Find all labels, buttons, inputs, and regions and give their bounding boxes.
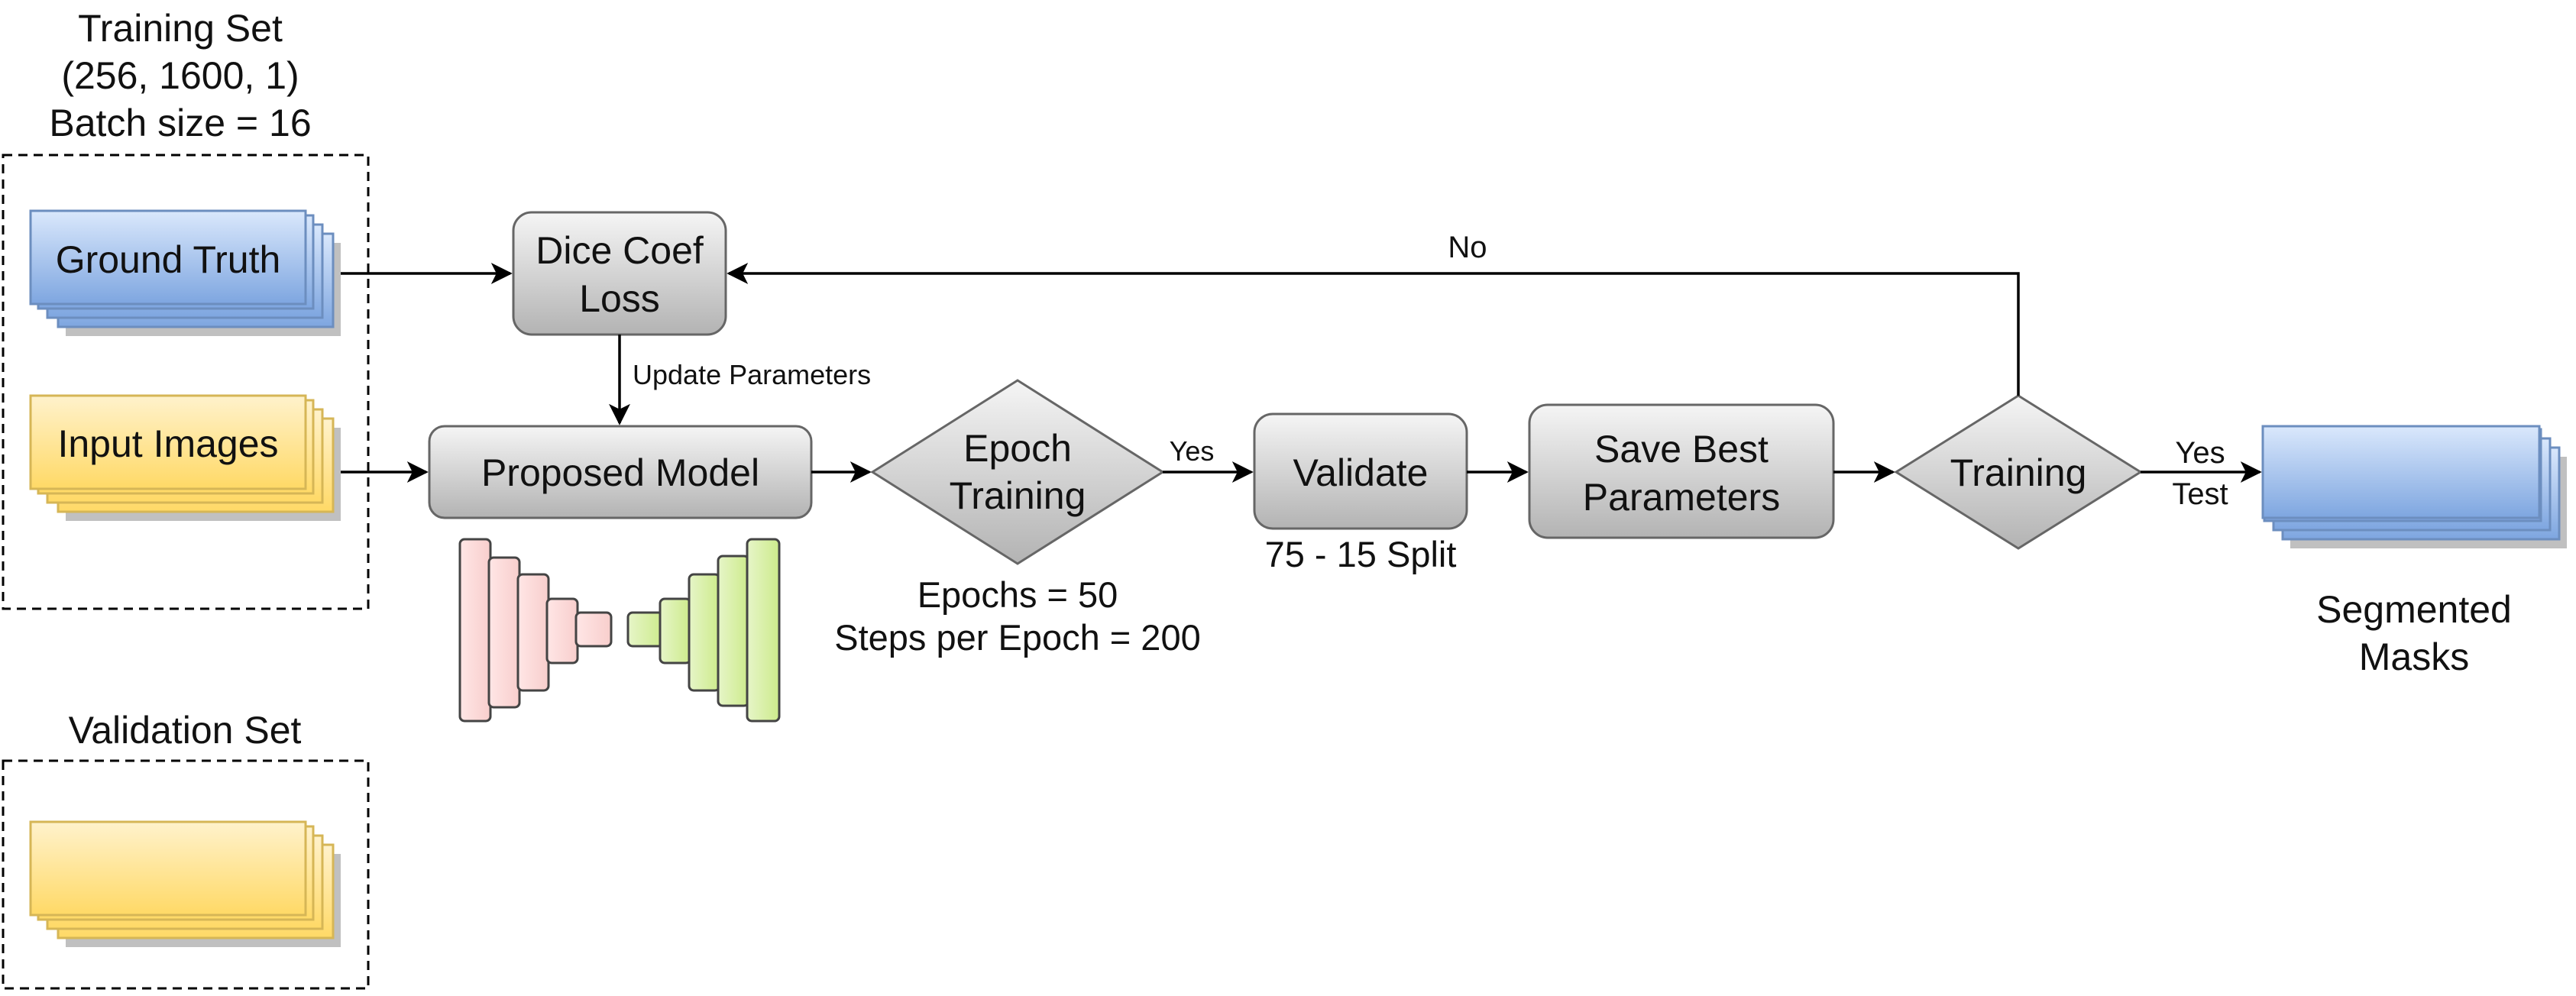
yes-out-label: Yes: [2175, 436, 2225, 470]
encoder-block-5: [574, 611, 613, 648]
decoder-block-2: [659, 597, 692, 665]
encoder-block-4: [545, 597, 579, 665]
decoder-block-1: [626, 611, 665, 648]
edge-training-no-feedback: [727, 263, 2020, 396]
ground-truth-front: [29, 209, 307, 306]
proposed-model-node: Proposed Model: [428, 425, 813, 519]
training-decision-node: Training: [1894, 394, 2143, 550]
input-images-front: [29, 394, 307, 490]
yes-to-validate-label: Yes: [1170, 435, 1215, 467]
training-decision-diamond: [1894, 394, 2143, 550]
decoder-block-4: [717, 555, 750, 707]
split-annotation: 75 - 15 Split: [1265, 534, 1457, 574]
model-architecture-illustration: [458, 538, 781, 723]
no-feedback-label: No: [1448, 231, 1487, 264]
epochs-annotation: Epochs = 50: [917, 574, 1118, 615]
dice-coef-loss-line2: Loss: [579, 277, 660, 320]
dice-coef-loss-node: Dice Coef Loss: [512, 211, 727, 336]
validate-node: Validate: [1253, 412, 1468, 530]
steps-per-epoch-annotation: Steps per Epoch = 200: [834, 617, 1200, 658]
epoch-training-line2: Training: [950, 474, 1086, 517]
segmented-masks-stack: [2261, 425, 2567, 548]
save-best-parameters-line2: Parameters: [1583, 476, 1780, 519]
ground-truth-stack: Ground Truth: [29, 209, 341, 336]
validation-images-front: [29, 820, 307, 917]
segmented-masks-line1: Segmented: [2316, 588, 2512, 631]
update-parameters-label: Update Parameters: [633, 359, 871, 390]
dice-coef-loss-line1: Dice Coef: [536, 229, 704, 272]
epoch-training-line1: Epoch: [963, 427, 1072, 470]
encoder-block-2: [487, 556, 521, 709]
decoder-block-5: [746, 538, 781, 723]
training-set-title-line3: Batch size = 16: [49, 102, 311, 144]
save-best-parameters-line1: Save Best: [1594, 428, 1769, 471]
epoch-training-node: Epoch Training: [870, 379, 1165, 565]
save-best-parameters-node: Save Best Parameters: [1528, 403, 1835, 539]
epoch-training-diamond: [870, 379, 1165, 565]
validation-images-stack: [29, 820, 341, 947]
training-decision-label: Training: [1950, 451, 2087, 494]
input-images-label: Input Images: [57, 422, 278, 465]
encoder-block-1: [458, 538, 492, 723]
validation-set-container: [2, 759, 370, 990]
validate-label: Validate: [1293, 451, 1429, 494]
input-images-stack: Input Images: [29, 394, 341, 521]
ground-truth-label: Ground Truth: [56, 238, 281, 281]
segmented-masks-line2: Masks: [2359, 635, 2469, 678]
training-set-title-line2: (256, 1600, 1): [61, 54, 299, 97]
decoder-block-3: [688, 573, 721, 692]
training-set-container: [2, 154, 370, 610]
validation-set-title: Validation Set: [69, 709, 302, 752]
proposed-model-label: Proposed Model: [481, 451, 759, 494]
segmented-masks-front: [2261, 425, 2541, 519]
test-out-label: Test: [2172, 477, 2228, 511]
training-set-title-line1: Training Set: [78, 7, 283, 50]
encoder-block-3: [516, 573, 550, 692]
